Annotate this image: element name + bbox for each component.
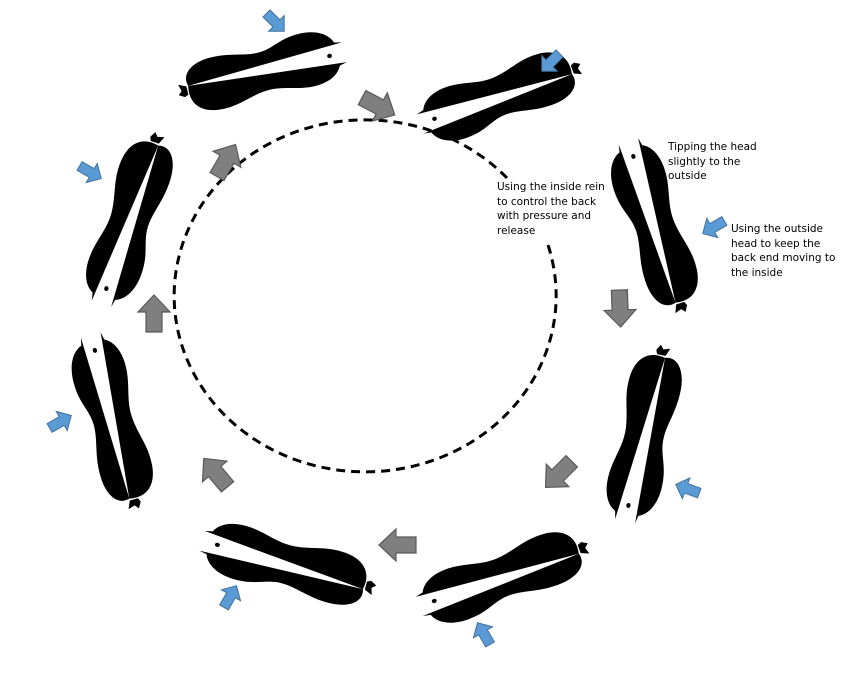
- horse-icon-top: [171, 24, 351, 119]
- tipping-head-note: Tipping the head slightly to the outside: [668, 141, 757, 182]
- direction-arrow-icon-lower-right: [533, 449, 584, 500]
- horse-icon-upper-left: [76, 124, 185, 313]
- track-circle: [172, 118, 558, 474]
- direction-arrow-icon-bottom: [378, 528, 417, 562]
- direction-arrow-icon-right: [602, 288, 638, 329]
- cue-arrow-icon-6: [213, 579, 247, 614]
- cue-arrow-icon-3: [696, 210, 731, 244]
- direction-arrow-icon-lower-left: [190, 447, 241, 498]
- horse-icon-lower-right: [599, 339, 691, 528]
- cue-arrow-icon-7: [43, 405, 78, 439]
- horse-icon-bottom-right: [410, 520, 599, 634]
- cue-arrow-icon-4: [671, 473, 704, 504]
- cue-arrow-icon-5: [467, 616, 501, 651]
- cue-arrow-icon-1: [258, 5, 293, 40]
- direction-arrow-icon-left: [137, 294, 171, 333]
- outside-head-note: Using the outside head to keep the back …: [731, 223, 836, 279]
- cue-arrow-icon-8: [73, 155, 108, 189]
- horse-icon-left: [62, 328, 163, 517]
- inside-rein-note: Using the inside rein to control the bac…: [497, 181, 605, 237]
- horse-icon-top-right: [411, 41, 591, 152]
